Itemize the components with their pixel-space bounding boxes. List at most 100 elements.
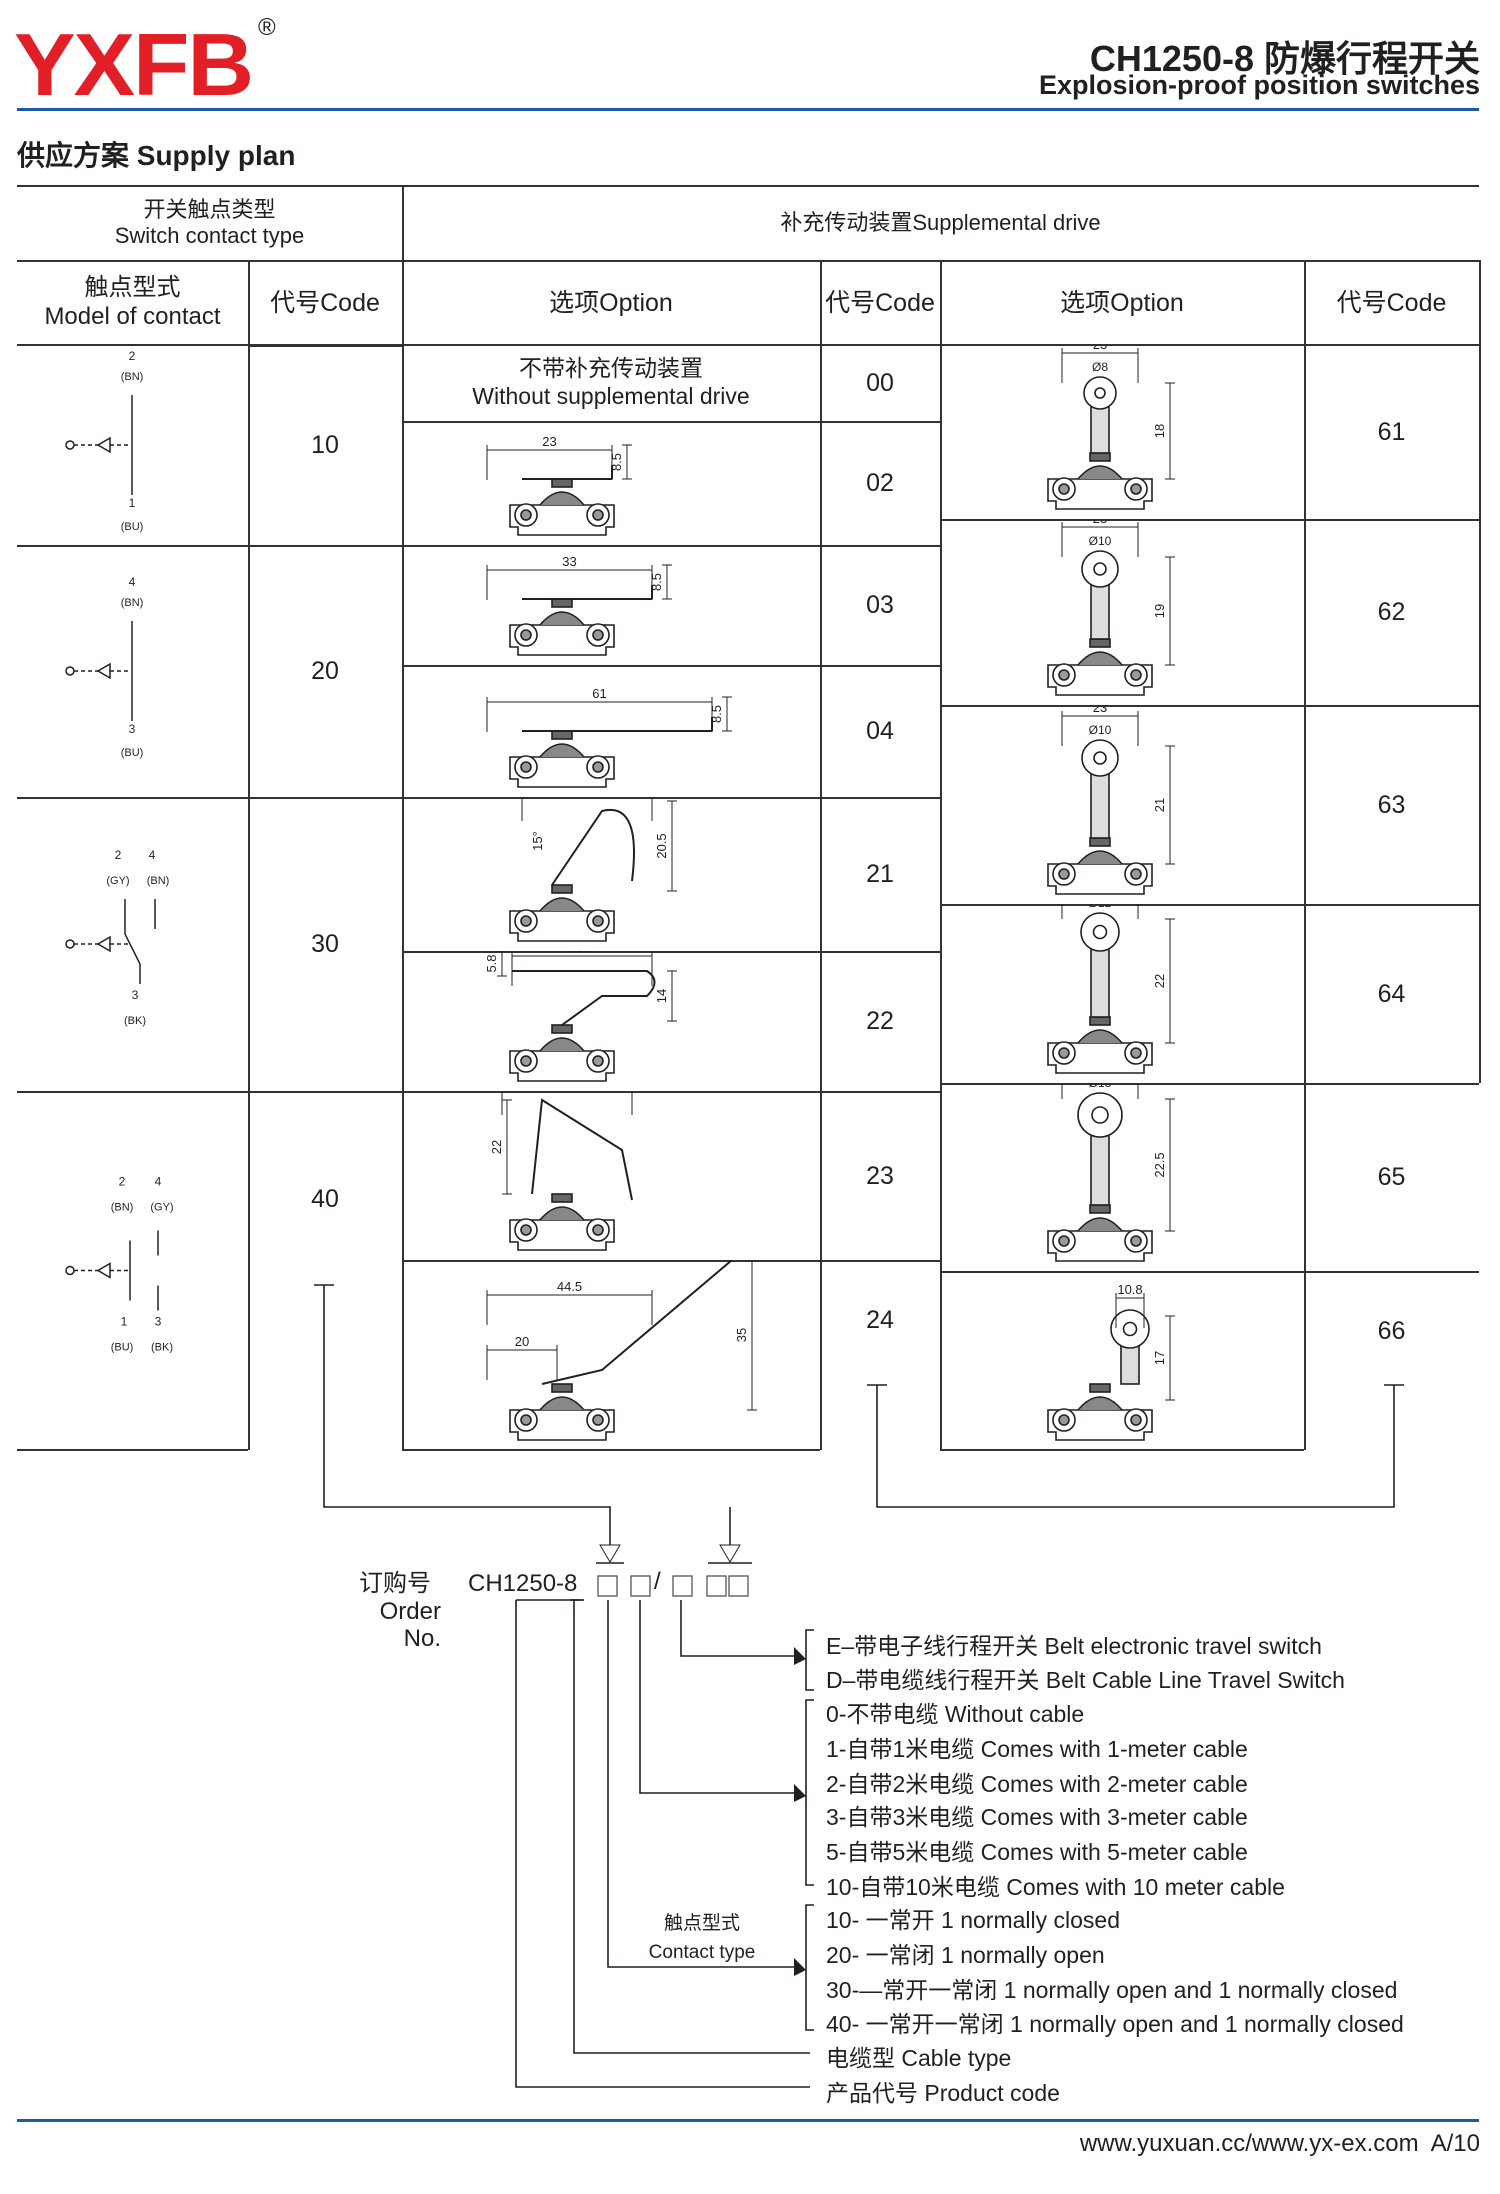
order-option-item: E–带电子线行程开关 Belt electronic travel switch (826, 1633, 1322, 1659)
order-option-item: 40- 一常开一常闭 1 normally open and 1 normall… (826, 2011, 1404, 2037)
contact-code: 30 (311, 930, 339, 958)
dimension-label: 2 (119, 1175, 126, 1189)
drive-code: 23 (866, 1161, 894, 1190)
drive-code: 61 (1377, 418, 1406, 446)
dimension-label: 22.5 (1152, 1152, 1167, 1177)
order-option-item: 电缆型 Cable type (826, 2045, 1012, 2071)
contact-code: 40 (311, 1184, 339, 1213)
drive-code: 22 (866, 1007, 894, 1035)
page-title: CH1250-8 防爆行程开关 (1089, 38, 1480, 79)
order-option-item: 3-自带3米电缆 Comes with 3-meter cable (826, 1804, 1248, 1830)
switch-body-icon (509, 478, 615, 536)
order-option-item: 5-自带5米电缆 Comes with 5-meter cable (826, 1839, 1248, 1865)
switch-body-icon (509, 598, 615, 656)
dimension-label: (BN) (111, 1202, 134, 1214)
drive-code: 24 (866, 1306, 894, 1334)
header-option: 选项Option (549, 289, 673, 317)
header-cn: 触点型式 (84, 274, 181, 302)
switch-body-icon (1047, 837, 1153, 895)
dimension-label: Ø12 (1089, 904, 1112, 910)
dimension-label: 3 (155, 1315, 162, 1329)
drive-drawing-66: 10.8 17 (1047, 1282, 1175, 1441)
drive-drawing-23: 3122 (489, 1091, 633, 1251)
dimension-label: 18 (1152, 424, 1167, 438)
order-label-cn: 订购号 (359, 1570, 431, 1597)
dimension-label: Ø10 (1089, 534, 1112, 548)
dimension-label: 22 (489, 1140, 504, 1154)
dimension-label: 19 (1152, 604, 1167, 618)
drive-code: 66 (1377, 1317, 1406, 1345)
option-cn: 不带补充传动装置 (519, 355, 703, 382)
footer-url: www.yuxuan.cc/www.yx-ex.com (1079, 2130, 1419, 2157)
contact-code: 20 (311, 657, 339, 685)
switch-body-icon (509, 1383, 615, 1441)
contact-type-cn: 触点型式 (663, 1913, 740, 1934)
dimension-label: 22 (1152, 974, 1167, 988)
order-option-item: 30-—常开一常闭 1 normally open and 1 normally… (826, 1977, 1398, 2003)
dimension-label: 8.5 (709, 705, 724, 723)
order-option-item: 20- 一常闭 1 normally open (826, 1942, 1105, 1968)
dimension-label: (BK) (124, 1015, 146, 1027)
contact-diagram-icon: 2(BN)1(BU) (65, 349, 144, 533)
dimension-label: (BK) (151, 1342, 173, 1354)
drive-code: 03 (866, 591, 894, 619)
dimension-label: 33 (562, 554, 576, 569)
drive-code: 00 (866, 369, 894, 397)
drive-drawing-02: 238.5 (486, 434, 632, 536)
order-option-item: 1-自带1米电缆 Comes with 1-meter cable (826, 1736, 1248, 1762)
header-code: 代号Code (1336, 289, 1447, 317)
dimension-label: 61 (592, 686, 606, 701)
dimension-label: 8.5 (609, 453, 624, 471)
dimension-label: 5.8 (484, 954, 499, 972)
dimension-label: 1 (129, 496, 136, 510)
switch-body-icon (1047, 1383, 1153, 1441)
dimension-label: (BN) (121, 371, 144, 383)
contact-code: 10 (311, 431, 339, 459)
drive-drawing-04: 618.5 (486, 686, 732, 788)
contact-type-en: Contact type (648, 1941, 756, 1963)
dimension-label: 3 (132, 988, 139, 1002)
dimension-label: 10.8 (1117, 1282, 1142, 1297)
dimension-label: 4 (149, 848, 156, 862)
dimension-label: Ø8 (1092, 360, 1108, 374)
switch-body-icon (1047, 1204, 1153, 1262)
dimension-label: Ø13 (1089, 1083, 1112, 1090)
dimension-label: 8.5 (649, 573, 664, 591)
drive-drawing-03: 338.5 (486, 554, 672, 656)
dimension-label: Ø10 (1089, 723, 1112, 737)
dimension-label: 17 (1152, 1351, 1167, 1365)
dimension-label: (BN) (121, 597, 144, 609)
header-en: Model of contact (44, 303, 221, 330)
header-option: 选项Option (1060, 289, 1184, 317)
switch-body-icon (1047, 638, 1153, 696)
dimension-label: 23 (542, 434, 556, 449)
drive-drawing-64: 23Ø1222 (1047, 904, 1175, 1074)
dimension-label: 3 (129, 722, 136, 736)
switch-body-icon (1047, 452, 1153, 510)
contact-type-label: 触点型式 Contact type (620, 1910, 784, 1967)
order-label-en: Order No. (379, 1597, 441, 1653)
dimension-label: (BN) (147, 875, 170, 887)
section-title: 供应方案 Supply plan (17, 140, 296, 171)
dimension-label: 20 (515, 1334, 529, 1349)
order-option-item: 0-不带电缆 Without cable (826, 1701, 1085, 1727)
switch-body-icon (509, 884, 615, 942)
footer: www.yuxuan.cc/www.yx-ex.com A/10 (1080, 2130, 1480, 2158)
dimension-label: 44.5 (557, 1279, 582, 1294)
order-slash: / (654, 1568, 661, 1595)
order-option-item: 10-自带10米电缆 Comes with 10 meter cable (826, 1874, 1285, 1900)
dimension-label: 20.5 (654, 833, 669, 858)
drive-code: 21 (866, 860, 894, 888)
drive-code: 02 (866, 469, 894, 497)
header-divider (17, 108, 1479, 111)
header-en: Switch contact type (114, 223, 305, 248)
drive-drawing-22: 31.55.814 (484, 951, 677, 1082)
order-option-item: 产品代号 Product code (826, 2080, 1060, 2106)
dimension-label: (BU) (121, 747, 144, 759)
